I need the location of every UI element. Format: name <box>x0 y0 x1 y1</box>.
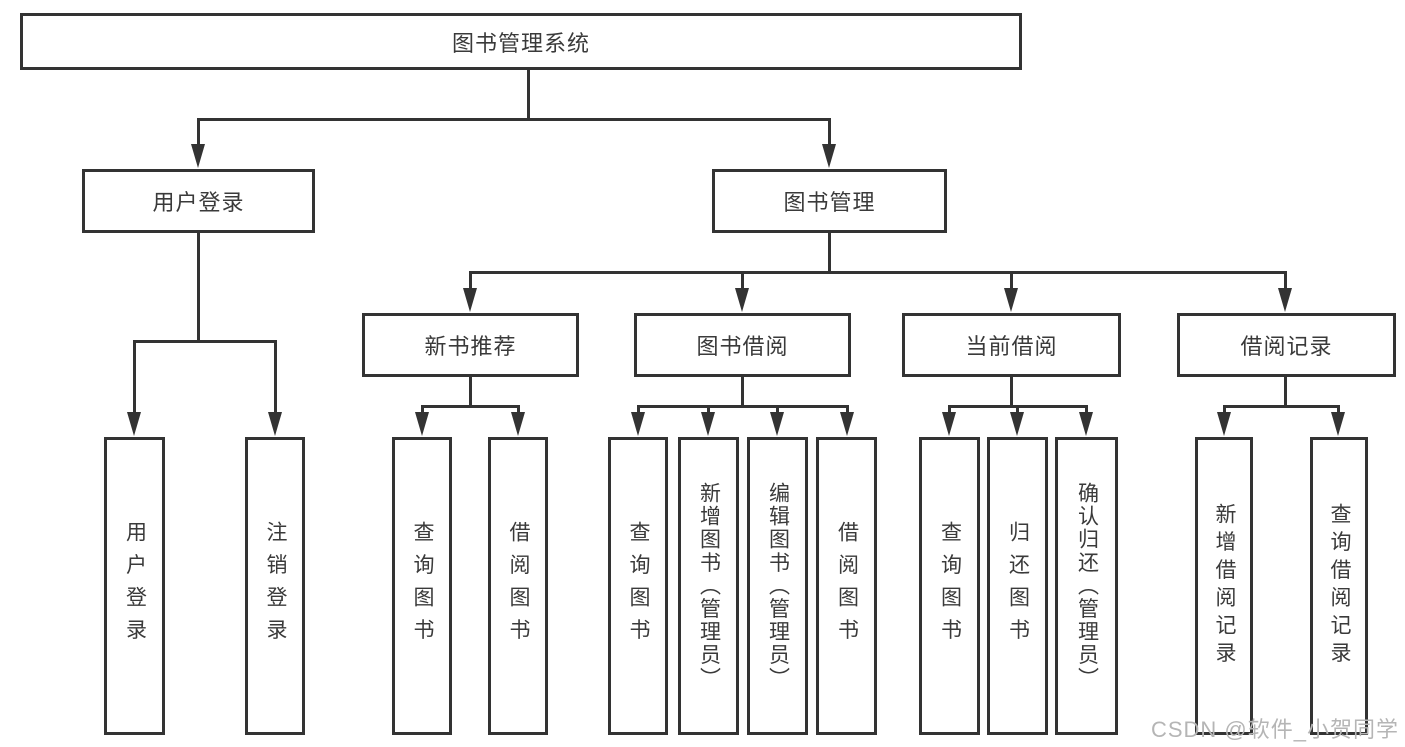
leaf-current-confirm-admin: 确认归还（管理员） <box>1055 437 1118 735</box>
leaf-user-login: 用户登录 <box>104 437 165 735</box>
leaf-borrow-borrow-label: 借阅图书 <box>835 520 859 652</box>
leaf-newbook-query: 查询图书 <box>392 437 452 735</box>
leaf-newbook-query-label: 查询图书 <box>411 520 434 652</box>
connector-line <box>1284 271 1287 292</box>
leaf-borrow-borrow: 借阅图书 <box>816 437 877 735</box>
connector-line <box>133 340 276 343</box>
leaf-current-return: 归还图书 <box>987 437 1048 735</box>
node-borrow-records: 借阅记录 <box>1177 313 1396 377</box>
arrow-down-icon <box>1010 412 1024 436</box>
connector-line <box>133 340 136 416</box>
leaf-borrow-edit-admin-label: 编辑图书（管理员） <box>766 482 790 690</box>
connector-line <box>1085 405 1088 416</box>
connector-line <box>776 405 779 416</box>
arrow-down-icon <box>268 412 282 436</box>
leaf-logout: 注销登录 <box>245 437 305 735</box>
node-current-borrow: 当前借阅 <box>902 313 1121 377</box>
arrow-down-icon <box>1331 412 1345 436</box>
connector-line <box>197 118 831 121</box>
connector-line <box>707 405 710 416</box>
node-current-borrow-label: 当前借阅 <box>965 334 1058 359</box>
connector-line <box>828 118 831 148</box>
connector-line <box>1223 405 1340 408</box>
arrow-down-icon <box>822 144 836 168</box>
leaf-records-add-label: 新增借阅记录 <box>1213 502 1236 670</box>
connector-line <box>197 233 200 340</box>
leaf-records-query-label: 查询借阅记录 <box>1328 502 1351 670</box>
arrow-down-icon <box>1079 412 1093 436</box>
arrow-down-icon <box>942 412 956 436</box>
arrow-down-icon <box>735 288 749 312</box>
arrow-down-icon <box>463 288 477 312</box>
connector-line <box>637 405 848 408</box>
connector-line <box>197 118 200 148</box>
connector-line <box>527 70 530 118</box>
leaf-records-query: 查询借阅记录 <box>1310 437 1368 735</box>
leaf-borrow-add-admin: 新增图书（管理员） <box>678 437 739 735</box>
connector-line <box>1010 377 1013 405</box>
connector-line <box>741 271 744 292</box>
arrow-down-icon <box>701 412 715 436</box>
arrow-down-icon <box>191 144 205 168</box>
arrow-down-icon <box>415 412 429 436</box>
connector-line <box>1016 405 1019 416</box>
leaf-records-add: 新增借阅记录 <box>1195 437 1253 735</box>
leaf-logout-label: 注销登录 <box>264 520 287 652</box>
arrow-down-icon <box>127 412 141 436</box>
connector-line <box>274 340 277 416</box>
arrow-down-icon <box>511 412 525 436</box>
node-book-borrow-label: 图书借阅 <box>696 334 789 359</box>
connector-line <box>828 233 831 274</box>
node-new-book-recommend: 新书推荐 <box>362 313 579 377</box>
node-borrow-records-label: 借阅记录 <box>1240 334 1333 359</box>
connector-line <box>637 405 640 416</box>
arrow-down-icon <box>1278 288 1292 312</box>
node-book-borrow: 图书借阅 <box>634 313 851 377</box>
connector-line <box>517 405 520 416</box>
leaf-user-login-label: 用户登录 <box>123 520 147 652</box>
connector-line <box>1010 271 1013 292</box>
connector-line <box>1337 405 1340 416</box>
node-new-book-recommend-label: 新书推荐 <box>424 334 517 359</box>
leaf-current-query-label: 查询图书 <box>938 520 962 652</box>
leaf-newbook-borrow-label: 借阅图书 <box>507 520 530 652</box>
node-book-management-label: 图书管理 <box>783 190 876 215</box>
node-book-management: 图书管理 <box>712 169 947 233</box>
arrow-down-icon <box>1217 412 1231 436</box>
connector-line <box>421 405 424 416</box>
connector-line <box>469 377 472 405</box>
leaf-borrow-query-label: 查询图书 <box>627 520 650 652</box>
connector-line <box>948 405 951 416</box>
connector-line <box>741 377 744 405</box>
node-library-system: 图书管理系统 <box>20 13 1022 70</box>
connector-line <box>421 405 520 408</box>
leaf-borrow-query: 查询图书 <box>608 437 668 735</box>
arrow-down-icon <box>631 412 645 436</box>
leaf-borrow-edit-admin: 编辑图书（管理员） <box>747 437 808 735</box>
connector-line <box>469 271 472 292</box>
arrow-down-icon <box>1004 288 1018 312</box>
leaf-current-return-label: 归还图书 <box>1006 520 1030 652</box>
leaf-borrow-add-admin-label: 新增图书（管理员） <box>697 482 721 690</box>
arrow-down-icon <box>840 412 854 436</box>
leaf-newbook-borrow: 借阅图书 <box>488 437 548 735</box>
connector-line <box>469 271 1287 274</box>
leaf-current-confirm-admin-label: 确认归还（管理员） <box>1075 482 1099 690</box>
node-library-system-label: 图书管理系统 <box>451 30 590 56</box>
connector-line <box>1223 405 1226 416</box>
connector-line <box>846 405 849 416</box>
csdn-watermark: CSDN @软件_小贺同学 <box>1150 717 1399 742</box>
node-user-login-label: 用户登录 <box>152 190 245 215</box>
connector-line <box>1284 377 1287 405</box>
node-user-login: 用户登录 <box>82 169 315 233</box>
leaf-current-query: 查询图书 <box>919 437 980 735</box>
arrow-down-icon <box>770 412 784 436</box>
